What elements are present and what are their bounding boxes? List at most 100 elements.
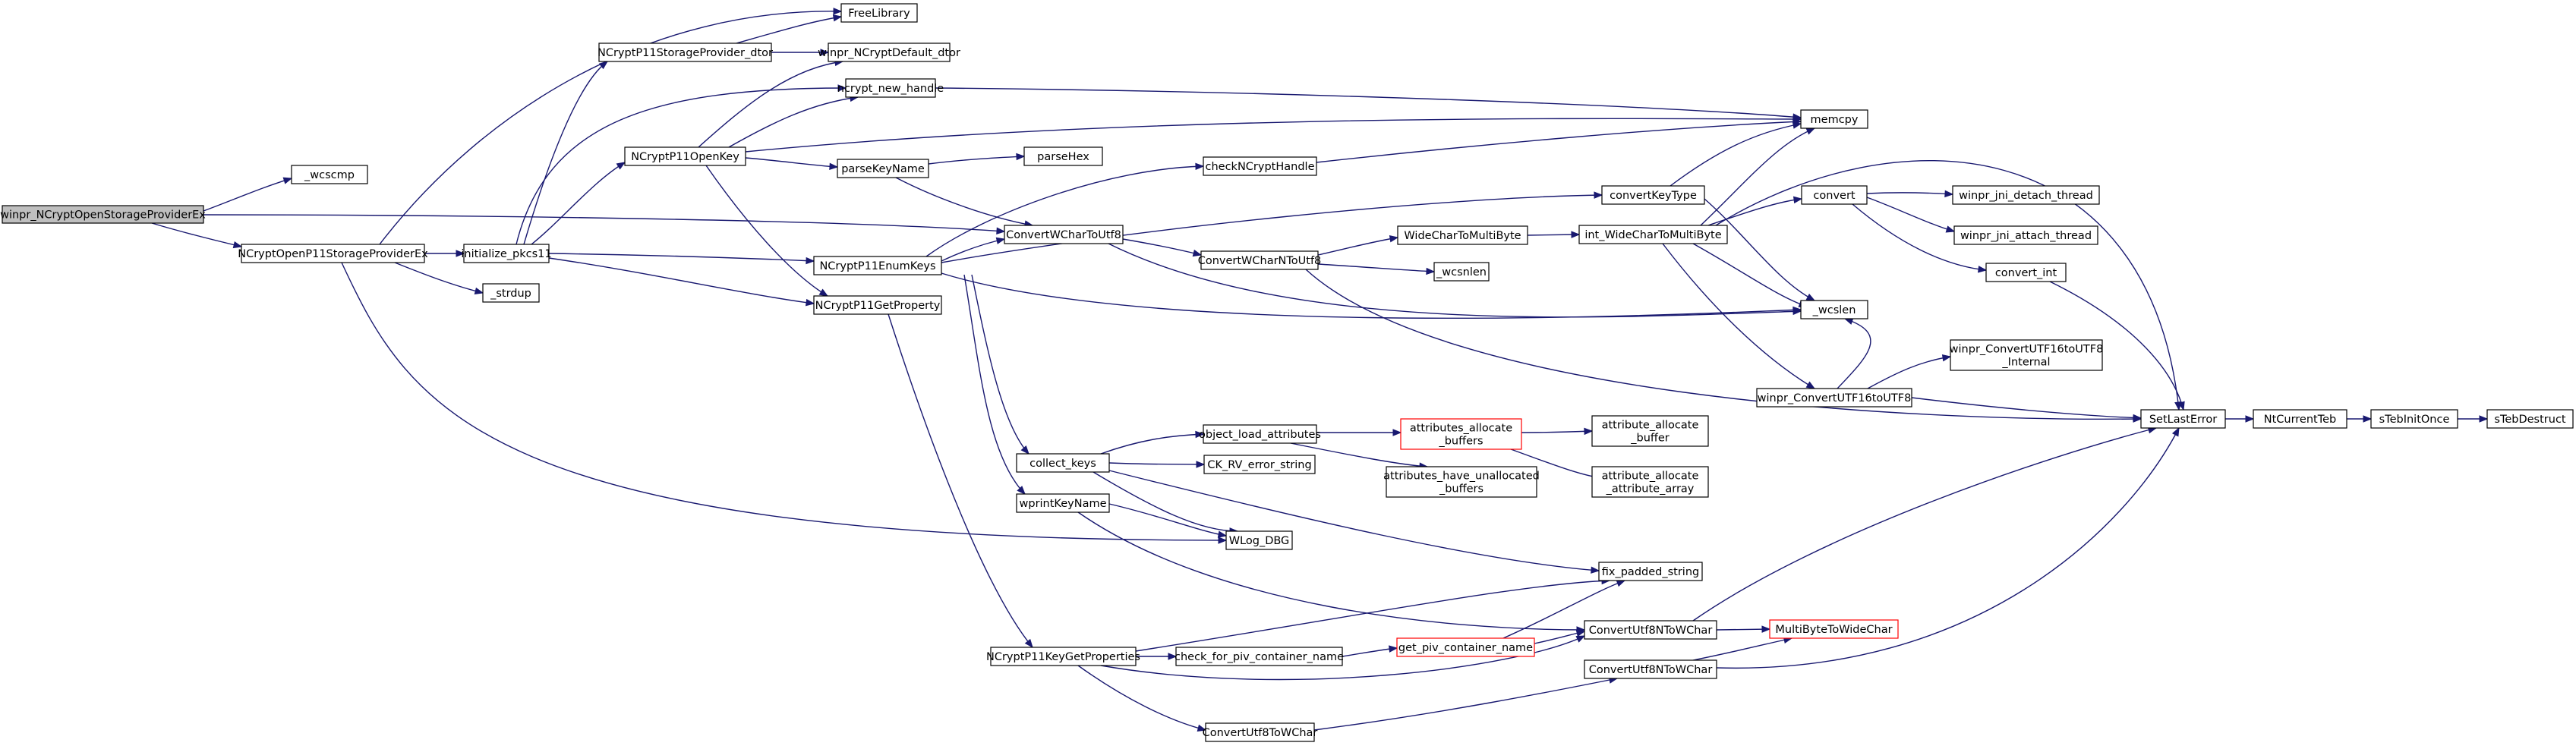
arrow-head [1196,461,1206,468]
node-getProp[interactable]: NCryptP11GetProperty [813,295,942,315]
node-freeLib[interactable]: FreeLibrary [840,3,918,23]
edge-line [151,222,242,247]
arrow-head [2245,415,2255,423]
edge-line [1911,397,2142,419]
node-wcToMb[interactable]: WideCharToMultiByte [1397,225,1528,245]
node-initPkcs11[interactable]: initialize_pkcs11 [461,244,552,263]
node-getPiv[interactable]: get_piv_container_name [1396,637,1535,657]
node-wcslen[interactable]: _wcslen [1800,300,1868,319]
node-label: FreeLibrary [848,8,910,20]
node-label: CK_RV_error_string [1207,459,1311,471]
node-attrAllocArr[interactable]: attribute_allocate_attribute_array [1591,466,1709,498]
node-intWcToMb[interactable]: int_WideCharToMultiByte [1578,225,1728,244]
edge-line [935,87,1802,118]
node-cu16[interactable]: winpr_ConvertUTF16toUTF8 [1756,388,1912,408]
node-p11ProvDtor[interactable]: NCryptP11StorageProvider_dtor [597,42,773,62]
arrow-head [2171,426,2180,437]
edge-wprintKeyName-to-wlogDbg [1108,503,1228,538]
edge-line [728,96,859,148]
node-cu16Internal[interactable]: winpr_ConvertUTF16toUTF8_Internal [1950,339,2104,371]
node-box [598,42,772,62]
edge-line [1837,318,1871,389]
node-label: _wcsnlen [1436,266,1487,279]
edge-openKey-to-newHandle [728,94,859,148]
node-cu8ToWc[interactable]: ConvertUtf8NToWChar [1584,620,1717,640]
arrow-head [1195,162,1205,171]
edge-line [736,16,842,44]
node-openP11Prov[interactable]: NCryptOpenP11StorageProviderEx [238,244,428,263]
edge-line [941,238,1005,262]
node-attrAllocBufs[interactable]: attributes_allocate_buffers [1400,418,1522,450]
node-cwcNToUtf8[interactable]: ConvertWCharNToUtf8 [1198,250,1322,270]
arrow-head [996,227,1006,234]
node-jniDetach[interactable]: winpr_jni_detach_thread [1952,185,2100,205]
node-defDtor[interactable]: winpr_NCryptDefault_dtor [818,42,960,62]
node-box [1601,185,1705,205]
node-keyGetProps[interactable]: NCryptP11KeyGetProperties [986,647,1140,666]
edge-convInt-to-setLastError [2049,281,2185,411]
node-attrAllocBuf[interactable]: attribute_allocate_buffer [1591,415,1709,447]
arrow-head [1792,113,1802,121]
node-newHandle[interactable]: ncrypt_new_handle [837,78,944,98]
node-label: NCryptP11OpenKey [631,151,739,163]
node-parseHex[interactable]: parseHex [1023,146,1103,166]
edge-line [1290,442,1428,467]
node-checkPiv[interactable]: check_for_piv_container_name [1174,647,1344,666]
node-wcscmp[interactable]: _wcscmp [291,165,368,184]
node-wcsnlen[interactable]: _wcsnlen [1433,262,1490,282]
arrow-head [2133,414,2142,422]
node-parseKeyName[interactable]: parseKeyName [837,159,929,178]
node-convInt[interactable]: convert_int [1985,263,2067,282]
node-label: collect_keys [1029,458,1096,470]
edge-line [963,274,1026,495]
node-label: NCryptP11StorageProvider_dtor [597,47,773,59]
edge-line [941,272,1802,319]
arrow-head [1584,427,1594,436]
node-ntTeb[interactable]: NtCurrentTeb [2253,409,2347,429]
node-enumKeys[interactable]: NCryptP11EnumKeys [813,256,942,275]
node-fixPadded[interactable]: fix_padded_string [1598,562,1703,581]
node-convKeyType[interactable]: convertKeyType [1601,185,1705,205]
edge-line [698,61,843,148]
node-tebInit[interactable]: sTebInitOnce [2370,409,2458,429]
arrow-head [1020,445,1029,455]
arrow-head [820,49,830,56]
node-openKey[interactable]: NCryptP11OpenKey [624,146,746,166]
node-box [482,283,540,303]
node-collectKeys[interactable]: collect_keys [1016,453,1110,473]
node-cu8ToWcShort[interactable]: ConvertUtf8ToWChar [1203,722,1318,742]
node-ckrvErr[interactable]: CK_RV_error_string [1203,455,1316,474]
node-objLoadAttr[interactable]: object_load_attributes [1199,424,1321,444]
node-memcpy[interactable]: memcpy [1800,109,1868,129]
node-checkHandle[interactable]: checkNCryptHandle [1203,156,1317,176]
edge-line [341,262,1227,541]
node-box [1203,455,1316,474]
node-attrHaveUnalloc[interactable]: attributes_have_unallocated_buffers [1383,466,1540,498]
edge-line [971,274,1029,455]
edge-line [203,214,1005,232]
node-root[interactable]: winpr_NCryptOpenStorageProviderEx [0,205,206,224]
node-wlogDbg[interactable]: WLog_DBG [1225,530,1293,550]
node-cwcToUtf8[interactable]: ConvertWCharToUtf8 [1004,225,1124,244]
node-setLastError[interactable]: SetLastError [2140,409,2226,429]
edge-line [2049,281,2184,411]
edges-layer [151,8,2489,732]
edge-line [705,165,828,297]
node-label: parseKeyName [841,163,925,175]
node-box [1584,620,1717,640]
node-strdup[interactable]: _strdup [482,283,540,303]
edge-openP11Prov-to-strdup [394,262,484,295]
arrow-head [1197,724,1207,732]
node-convert[interactable]: convert [1801,185,1868,205]
node-cu8ToWc2[interactable]: ConvertUtf8NToWChar [1584,659,1717,679]
edge-line [745,157,838,168]
node-jniAttach[interactable]: winpr_jni_attach_thread [1953,225,2098,245]
edge-openP11Prov-to-initPkcs11 [424,250,465,257]
node-box [1203,156,1317,176]
node-wprintKeyName[interactable]: wprintKeyName [1016,493,1110,513]
edge-newHandle-to-memcpy [935,87,1802,121]
node-mbToWc[interactable]: MultiByteToWideChar [1769,619,1899,639]
edge-line [1867,356,1951,389]
node-box [1953,225,2098,245]
node-tebDestruct[interactable]: sTebDestruct [2486,409,2574,429]
